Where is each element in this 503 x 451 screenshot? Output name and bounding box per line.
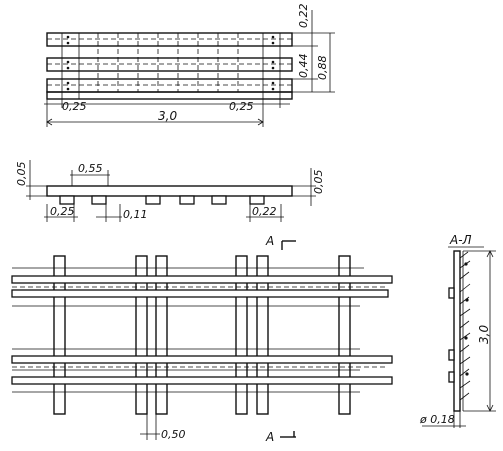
plan-board-top — [46, 32, 293, 47]
side-dim-pad-width: 0,11 — [123, 208, 148, 221]
section-dim-height: 3,0 — [477, 325, 491, 344]
assembly-rails — [12, 267, 388, 393]
side-board — [46, 185, 293, 197]
section-view: А-Л — [419, 233, 496, 428]
assembly-gap-dimension — [140, 414, 160, 440]
plan-dim-board-end: 0,22 — [297, 4, 310, 29]
plan-nails — [66, 35, 275, 91]
side-dim-pitch: 0,55 — [78, 162, 103, 175]
side-dim-top-offset: 0,05 — [15, 162, 28, 187]
assembly-vertical-bars — [53, 255, 351, 415]
side-pads — [59, 195, 265, 205]
section-pads — [448, 287, 455, 383]
assembly-dim-gap: 0,50 — [161, 428, 186, 441]
plan-board-middle — [46, 57, 293, 72]
section-strip — [453, 250, 461, 412]
plan-dim-overhang-left: 0,25 — [62, 100, 87, 113]
section-title: А-Л — [449, 233, 472, 247]
section-diameter-leader — [422, 411, 466, 428]
plan-dim-board-spacing: 0,44 — [297, 54, 310, 79]
plan-base-rail — [46, 91, 293, 100]
assembly-view: A A 0,50 — [11, 234, 393, 444]
section-marks — [280, 240, 296, 438]
section-label-top: A — [265, 234, 274, 248]
plan-crossbars — [47, 33, 292, 99]
section-label-bottom: A — [265, 430, 274, 444]
plan-board-bottom — [46, 78, 293, 93]
plan-dim-length: 3,0 — [158, 109, 177, 123]
side-dimensions — [26, 160, 316, 222]
plan-view: 0,22 0,44 0,88 0,25 0,25 3,0 — [44, 4, 335, 127]
plan-dimensions-bottom — [44, 99, 290, 127]
plan-dimensions-right — [292, 10, 335, 93]
section-dim-diameter: ø 0,18 — [419, 413, 455, 426]
plan-dim-overhang-right: 0,25 — [229, 100, 254, 113]
side-view: 0,05 0,55 0,05 0,25 0,11 0,22 — [15, 160, 325, 222]
plan-dim-overall-width: 0,88 — [316, 56, 329, 81]
side-dim-left-end: 0,25 — [50, 205, 75, 218]
side-dim-right-offset: 0,05 — [312, 170, 325, 195]
side-dim-right-end: 0,22 — [252, 205, 277, 218]
section-height-dimension — [463, 250, 496, 412]
section-hatching — [459, 251, 471, 401]
assembly-horizontal-boards — [11, 275, 393, 385]
